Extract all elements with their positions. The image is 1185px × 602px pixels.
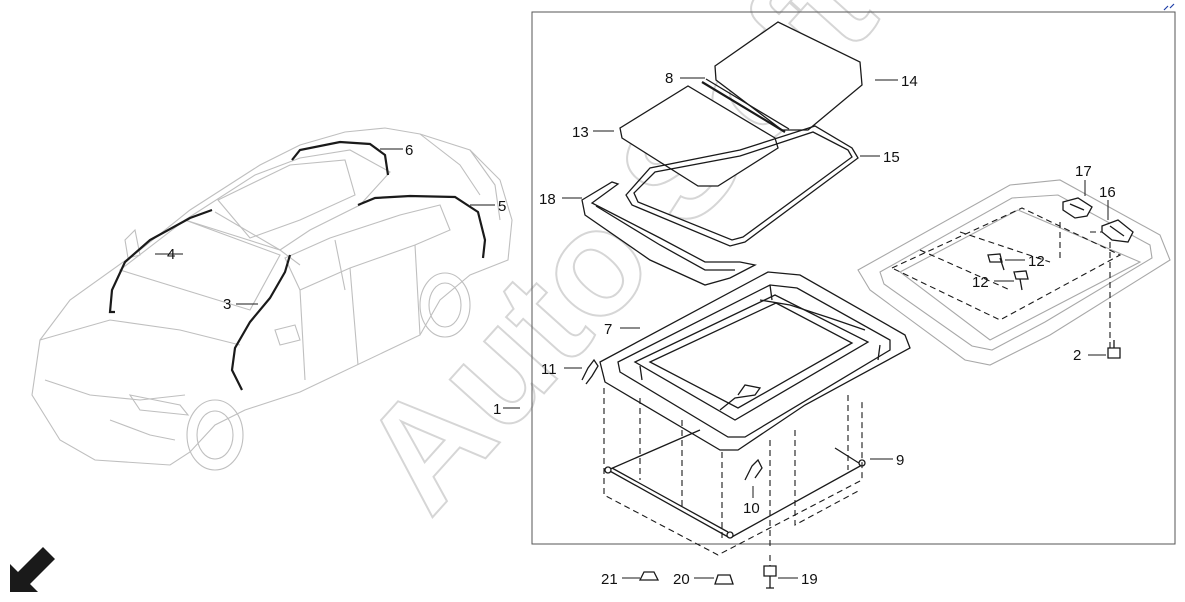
callout-11: 11: [541, 361, 557, 378]
bottom-tray: [604, 429, 866, 539]
spring-clip-part-10: [744, 458, 763, 481]
hose-part-5: [357, 194, 487, 259]
weatherstrip-frame: [625, 125, 859, 247]
leader-lines: [155, 77, 1109, 579]
callout-9: 9: [896, 452, 904, 469]
hose-part-3: [230, 254, 292, 391]
callout-10: 10: [743, 500, 760, 517]
assembly-guide-lines: [603, 388, 863, 566]
seal-strip: [701, 78, 790, 133]
glass-panel-front: [619, 85, 779, 187]
callout-3: 3: [223, 296, 231, 313]
car-illustration: [31, 127, 513, 471]
callout-20: 20: [673, 571, 690, 588]
callout-15: 15: [883, 149, 900, 166]
wind-deflector: [581, 181, 757, 286]
spring-clip-part-11: [581, 358, 599, 385]
callout-18: 18: [539, 191, 556, 208]
hose-part-4: [108, 208, 213, 314]
callout-5: 5: [498, 198, 506, 215]
callout-19: 19: [801, 571, 818, 588]
screw-parts-12: [987, 253, 1029, 291]
callout-7: 7: [604, 321, 612, 338]
callout-6: 6: [405, 142, 413, 159]
sunroof-main-frame: [599, 271, 911, 451]
callout-21: 21: [601, 571, 618, 588]
nut-part-20: [714, 574, 734, 585]
motor-part-17: [1062, 197, 1093, 219]
callout-13: 13: [572, 124, 589, 141]
callout-1: 1: [493, 401, 501, 418]
detail-frame: [531, 11, 1176, 545]
arrow-down-left-icon: [10, 547, 55, 592]
callout-14: 14: [901, 73, 918, 90]
bolt-part-2: [1107, 340, 1121, 359]
hose-part-6: [291, 140, 390, 176]
callout-12-upper: 12: [1028, 253, 1045, 270]
callout-12-lower: 12: [972, 274, 989, 291]
drain-hoses: [108, 140, 487, 391]
callout-4: 4: [167, 246, 175, 263]
callout-17: 17: [1075, 163, 1092, 180]
motor-part-16: [1101, 219, 1134, 243]
callout-8: 8: [665, 70, 673, 87]
glass-panel-rear: [714, 21, 863, 131]
clip-part-21: [638, 571, 660, 581]
callout-2: 2: [1073, 347, 1081, 364]
frame-corner-mark: [1163, 3, 1175, 11]
callout-labels: 4 3 6 5 7 8 13 14 15 18 11 1 9 10 12 12 …: [167, 70, 1116, 588]
bolt-part-19: [763, 565, 777, 589]
callout-16: 16: [1099, 184, 1116, 201]
